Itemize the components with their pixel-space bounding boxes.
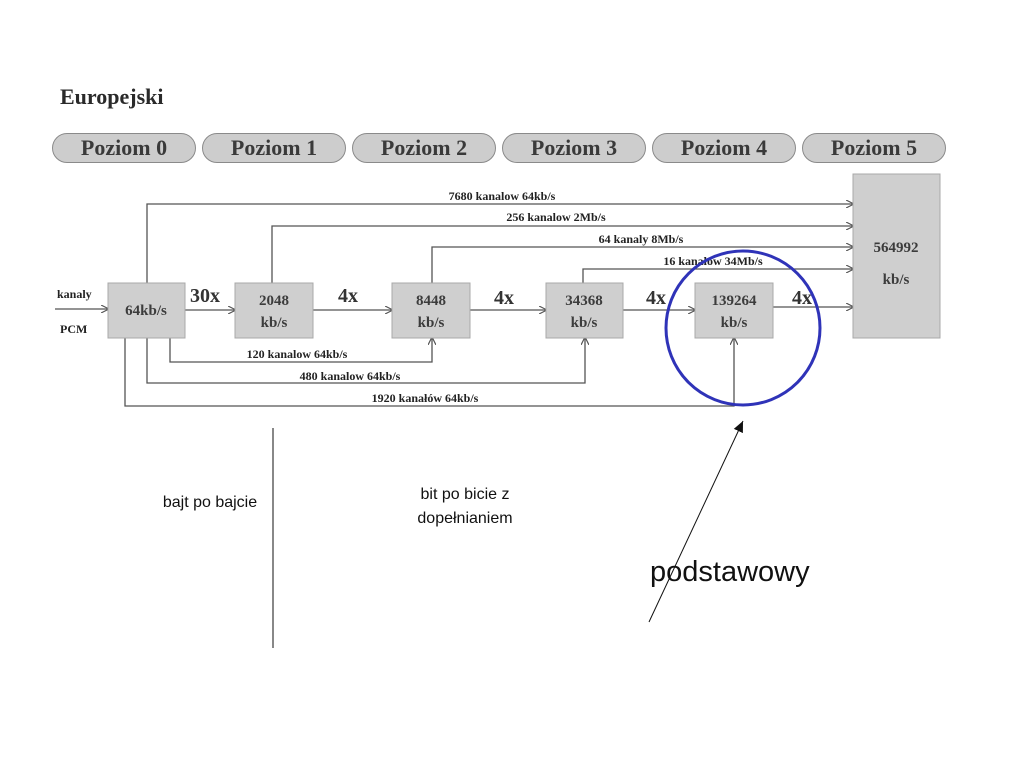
bypass-bottom-1 <box>169 338 432 363</box>
box-564992kbps: 564992 kb/s <box>852 173 941 339</box>
box-8448kbps-unit: kb/s <box>418 315 445 331</box>
bypass-label-top-3: 64 kanaly 8Mb/s <box>599 232 684 246</box>
bypass-bottom-3 <box>124 338 734 407</box>
mux-factor-2: 4x <box>338 285 358 307</box>
box-564992kbps-value: 564992 <box>874 240 919 256</box>
bypass-label-top-4: 16 kanalow 34Mb/s <box>663 254 763 268</box>
box-2048kbps-value: 2048 <box>259 293 289 309</box>
bypass-label-bottom-2: 480 kanalow 64kb/s <box>300 369 401 383</box>
bypass-label-bottom-3: 1920 kanałów 64kb/s <box>372 391 479 405</box>
level-tab-5: Poziom 5 <box>802 133 946 163</box>
pointer-arrow <box>648 420 744 623</box>
level-tab-3: Poziom 3 <box>502 133 646 163</box>
mux-factor-3: 4x <box>494 287 514 309</box>
level-tab-4: Poziom 4 <box>652 133 796 163</box>
note-byte-by-byte: bajt po bajcie <box>162 494 258 511</box>
level-tab-2: Poziom 2 <box>352 133 496 163</box>
note-bit-by-bit-line2: dopełnianiem <box>417 510 513 527</box>
box-64kbps-label: 64kb/s <box>125 303 167 319</box>
note-bit-by-bit-line1: bit po bicie z <box>420 486 510 503</box>
box-34368kbps-unit: kb/s <box>571 315 598 331</box>
input-label-pcm: PCM <box>60 322 87 336</box>
box-34368kbps: 34368 kb/s <box>545 282 624 339</box>
diagram-title: Europejski <box>60 84 164 109</box>
box-2048kbps-unit: kb/s <box>261 315 288 331</box>
mux-factor-1: 30x <box>190 285 220 307</box>
bypass-top-3 <box>431 247 853 283</box>
box-8448kbps: 8448 kb/s <box>391 282 471 339</box>
bypass-label-top-1: 7680 kanalow 64kb/s <box>449 189 556 203</box>
bypass-bottom-2 <box>146 338 585 384</box>
bypass-label-bottom-1: 120 kanalow 64kb/s <box>247 347 348 361</box>
box-64kbps: 64kb/s <box>107 282 186 339</box>
note-basic: podstawowy <box>650 556 810 588</box>
bypass-label-top-2: 256 kanalow 2Mb/s <box>506 210 606 224</box>
mux-factor-4: 4x <box>646 287 666 309</box>
bypass-top-2 <box>271 226 853 283</box>
box-2048kbps: 2048 kb/s <box>234 282 314 339</box>
bypass-top-4 <box>582 269 853 283</box>
box-8448kbps-value: 8448 <box>416 293 446 309</box>
level-tab-1: Poziom 1 <box>202 133 346 163</box>
box-564992kbps-unit: kb/s <box>883 272 910 288</box>
level-header-row: Poziom 0 Poziom 1 Poziom 2 Poziom 3 Pozi… <box>52 133 952 167</box>
input-label-channels: kanaly <box>57 287 92 301</box>
level-tab-0: Poziom 0 <box>52 133 196 163</box>
box-139264kbps: 139264 kb/s <box>694 282 774 339</box>
box-34368kbps-value: 34368 <box>565 293 603 309</box>
mux-factor-5: 4x <box>792 287 812 309</box>
box-139264kbps-value: 139264 <box>712 293 758 309</box>
box-139264kbps-unit: kb/s <box>721 315 748 331</box>
highlight-circle <box>664 249 822 407</box>
bypass-top-1 <box>146 204 853 283</box>
